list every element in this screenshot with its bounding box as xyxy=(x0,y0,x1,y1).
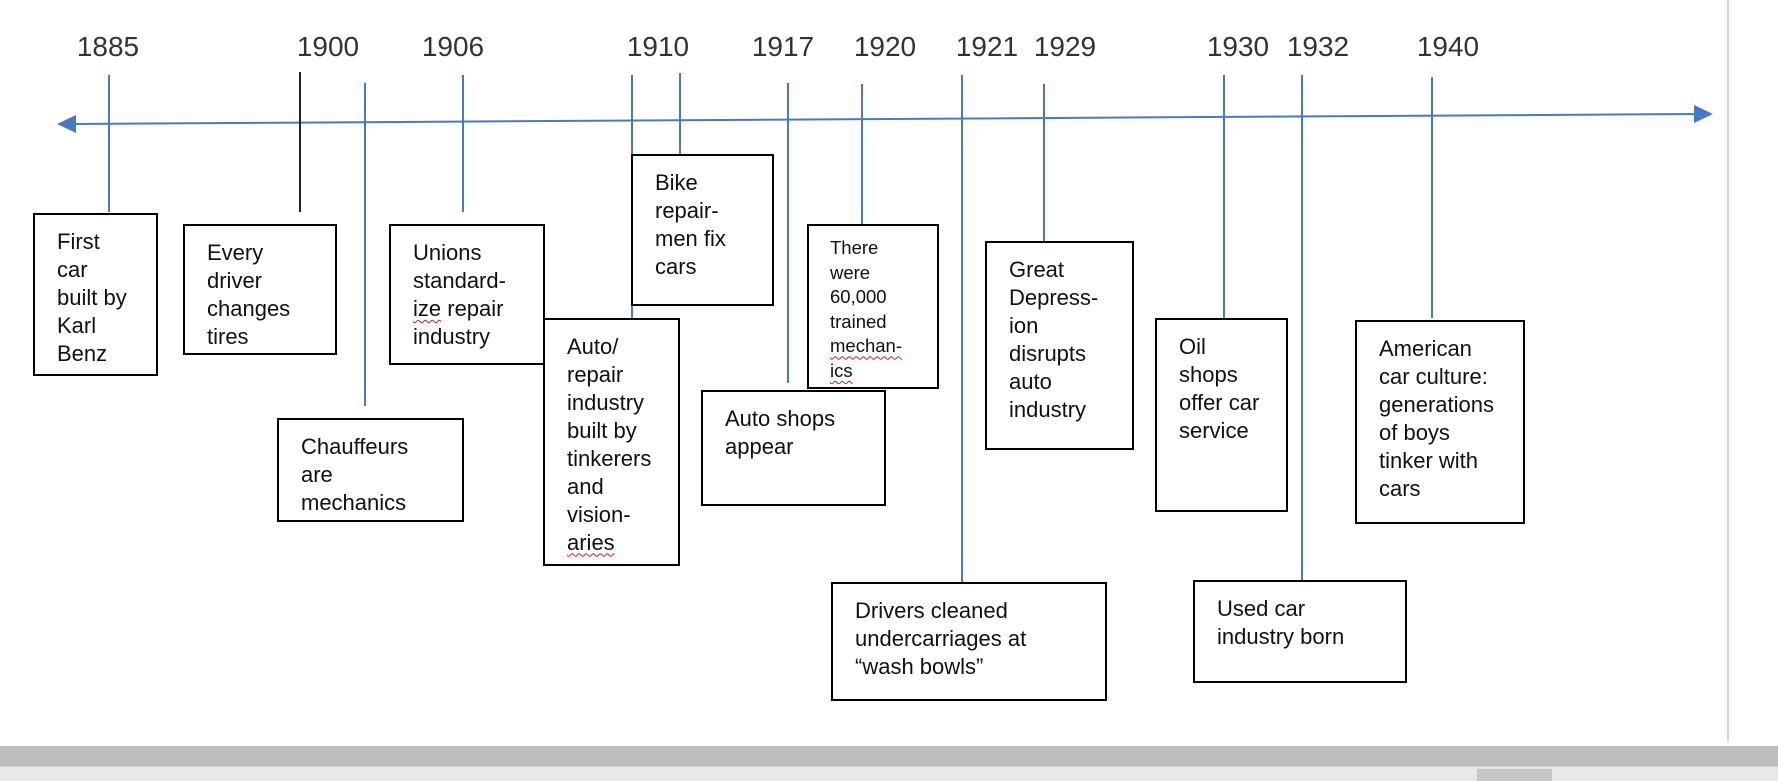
event-text-line: built by xyxy=(567,417,637,443)
year-label: 1917 xyxy=(751,31,815,62)
event-text-line: Drivers cleaned xyxy=(855,598,1008,623)
scroll-thumb[interactable] xyxy=(1477,769,1552,781)
event-text-line: industry xyxy=(567,389,645,415)
event-text-line: tires xyxy=(207,323,249,349)
event-text-line: vision- xyxy=(567,501,631,527)
event-text-line: cars xyxy=(1379,475,1421,501)
event-text-line: Oil xyxy=(1179,334,1206,359)
event-text-line: built by xyxy=(57,284,127,310)
spellcheck-flag: aries xyxy=(567,529,615,555)
event-text-line: industry xyxy=(1009,396,1087,422)
year-label: 1920 xyxy=(853,31,917,62)
spellcheck-flag: ize xyxy=(413,295,442,321)
event-text-line: car culture: xyxy=(1379,363,1488,389)
event-text-line: and xyxy=(567,473,604,499)
event-text-line: auto xyxy=(1009,368,1052,394)
event-text-line: shops xyxy=(1179,361,1238,387)
axis-arrow-left xyxy=(57,115,76,133)
event-text-line: Chauffeurs xyxy=(301,434,409,459)
year-label: 1921 xyxy=(955,31,1019,62)
event-text-line: ize repair xyxy=(413,295,504,321)
event-text-line: of boys xyxy=(1379,419,1450,445)
axis-arrow-right xyxy=(1694,105,1713,123)
event-text-line: Depress- xyxy=(1009,284,1099,310)
event-text-line: Great xyxy=(1009,257,1065,282)
event-text-line: service xyxy=(1179,417,1249,443)
event-text-line: There xyxy=(830,237,879,258)
event-text-line: car xyxy=(57,256,88,282)
event-text-line: Bike xyxy=(655,170,698,195)
event-text-line: men fix xyxy=(655,225,726,251)
event-text-line: “wash bowls” xyxy=(855,653,984,679)
timeline-axis xyxy=(67,113,1703,125)
year-label: 1930 xyxy=(1206,31,1270,62)
event-text-line: industry born xyxy=(1217,623,1345,649)
event-text-line: Karl xyxy=(57,312,97,338)
event-text-line: Used car xyxy=(1217,596,1306,621)
event-text-line: 60,000 xyxy=(830,286,887,308)
event-text-line: tinkerers xyxy=(567,445,652,471)
year-label: 1929 xyxy=(1033,31,1097,62)
event-text-line: generations xyxy=(1379,391,1494,417)
event-text-line: undercarriages at xyxy=(855,625,1027,651)
spellcheck-flag: ics xyxy=(830,359,853,381)
event-text-line: repair xyxy=(567,361,624,387)
year-label: 1906 xyxy=(421,31,485,62)
event-text-line: American xyxy=(1379,336,1472,361)
event-text-line: Auto shops xyxy=(725,406,836,431)
event-text-line: trained xyxy=(830,310,887,332)
event-text-line: standard- xyxy=(413,267,506,293)
year-label: 1932 xyxy=(1286,31,1350,62)
event-text-line: changes xyxy=(207,295,291,321)
year-label: 1940 xyxy=(1416,31,1480,62)
event-text-line: mechan- xyxy=(830,334,927,359)
event-text-line: ion xyxy=(1009,312,1039,338)
event-text-line: offer car xyxy=(1179,389,1260,415)
event-text-line: First xyxy=(57,229,100,254)
event-text-line: Auto/ xyxy=(567,334,619,359)
event-text-line: are xyxy=(301,461,333,487)
event-text-line: industry xyxy=(413,323,491,349)
page-edge xyxy=(1727,0,1729,742)
year-label: 1885 xyxy=(76,31,140,62)
status-bar xyxy=(0,766,1778,781)
event-text-line: Benz xyxy=(57,340,108,366)
event-text-line: driver xyxy=(207,267,263,293)
year-label: 1910 xyxy=(626,31,690,62)
year-label: 1900 xyxy=(296,31,360,62)
event-text-line: appear xyxy=(725,433,794,459)
event-text-line: ics xyxy=(830,359,927,384)
event-text-line: Unions xyxy=(413,240,482,265)
event-text-line: disrupts xyxy=(1009,340,1087,366)
event-text-line: aries xyxy=(567,529,664,557)
event-text-line: mechanics xyxy=(301,489,407,515)
event-text-line: Every xyxy=(207,240,264,265)
event-text-line: cars xyxy=(655,253,697,279)
event-text-line: tinker with xyxy=(1379,447,1479,473)
event-text-line: were xyxy=(830,261,871,283)
event-text-line: repair- xyxy=(655,197,719,223)
spellcheck-flag: mechan- xyxy=(830,335,902,357)
horizontal-scrollbar[interactable] xyxy=(0,746,1778,766)
